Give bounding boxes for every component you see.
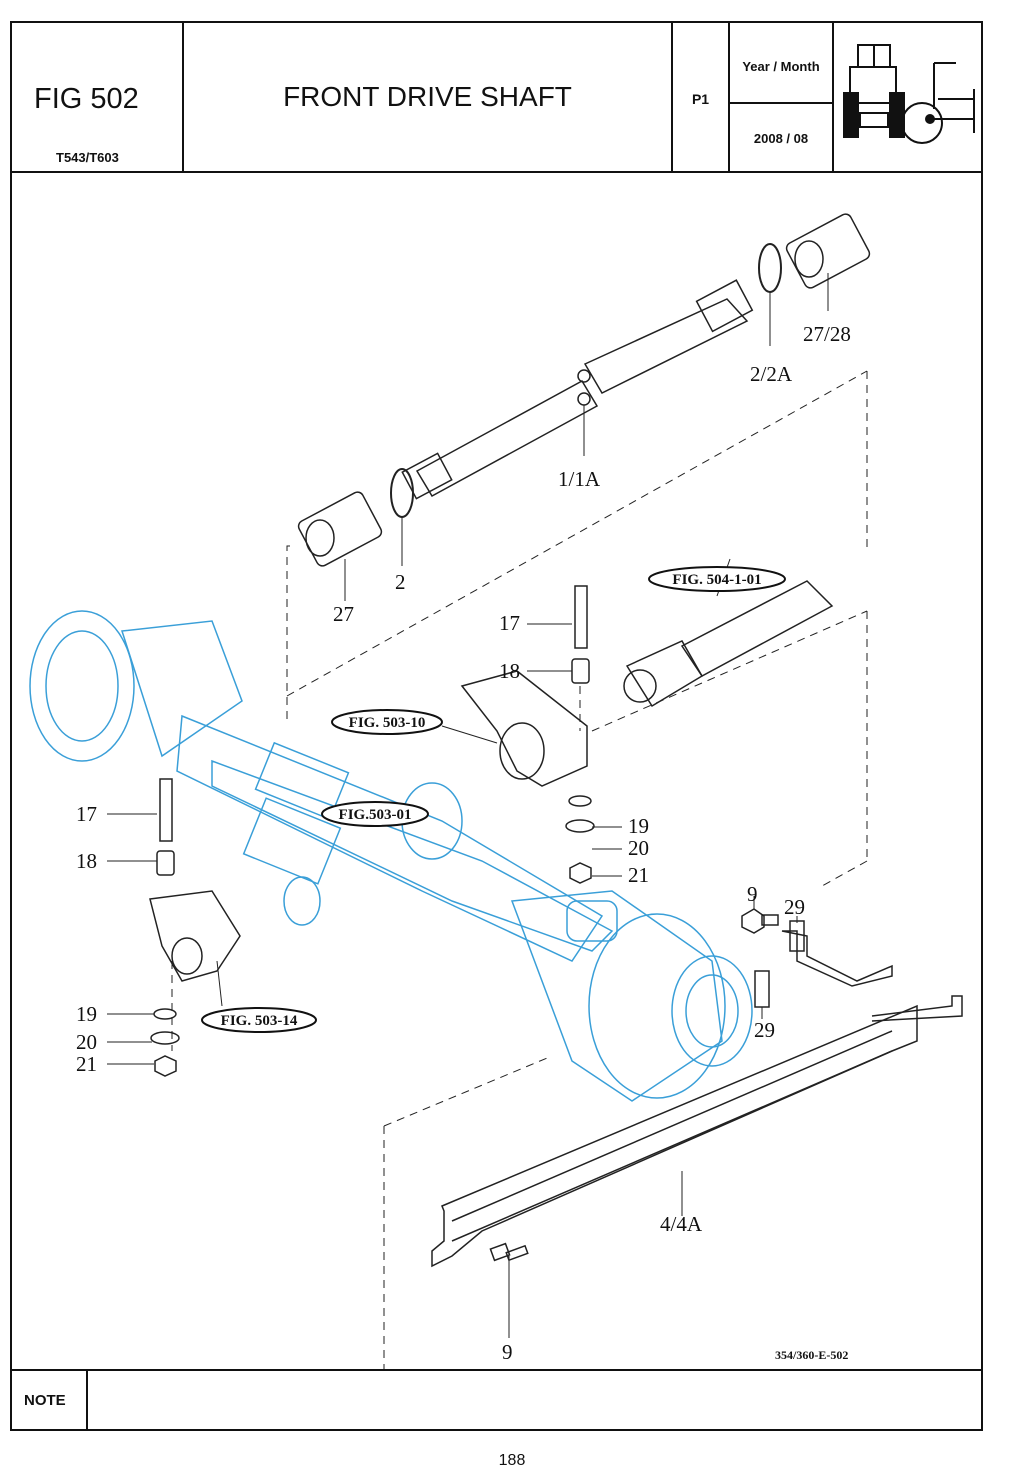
model-codes: T543/T603: [56, 150, 119, 165]
note-row: NOTE: [12, 1369, 981, 1429]
title-cell: FRONT DRIVE SHAFT: [184, 23, 673, 171]
reference-labels: FIG. 504-1-01 FIG. 503-10 FIG.503-01 FIG…: [221, 572, 762, 1029]
callout-2-2A: 2/2A: [750, 362, 793, 386]
callout-21-right: 21: [628, 863, 649, 887]
callout-27: 27: [333, 602, 354, 626]
note-label-cell: NOTE: [12, 1371, 88, 1429]
bolts-and-plates: [489, 908, 805, 1262]
callout-numbers: 1/1A 2 2/2A 27 27/28 17 18 17 18 19 20 2…: [76, 322, 851, 1364]
callout-19-right: 19: [628, 814, 649, 838]
callout-29-bottom: 29: [754, 1018, 775, 1042]
callout-18-right: 18: [499, 659, 520, 683]
page-frame: FIG 502 T543/T603 FRONT DRIVE SHAFT P1 Y…: [10, 21, 983, 1431]
note-label: NOTE: [24, 1392, 66, 1409]
leader-lines: [107, 273, 829, 1338]
carrier-brackets: [149, 670, 588, 982]
callout-9-bottom: 9: [502, 1340, 513, 1364]
drive-shaft: [401, 279, 754, 500]
date-cell: Year / Month 2008 / 08: [730, 23, 834, 171]
callout-19-left: 19: [76, 1002, 97, 1026]
header: FIG 502 T543/T603 FRONT DRIVE SHAFT P1 Y…: [12, 23, 981, 173]
callout-17-right: 17: [499, 611, 520, 635]
year-month-value: 2008 / 08: [753, 131, 809, 146]
parts-illustration: FIG. 504-1-01 FIG. 503-10 FIG.503-01 FIG…: [29, 213, 963, 1376]
callout-9-top: 9: [747, 882, 758, 906]
callout-4-4A: 4/4A: [660, 1212, 703, 1236]
assembly-guides: [171, 370, 868, 1376]
date-divider: [730, 102, 832, 104]
callout-2: 2: [395, 570, 406, 594]
front-axle-assembly: [29, 610, 753, 1102]
page-code-cell: P1: [673, 23, 730, 171]
pinion-shaft: [623, 580, 834, 708]
fig-cell: FIG 502 T543/T603: [12, 23, 184, 171]
page-title: FRONT DRIVE SHAFT: [283, 81, 572, 112]
drawing-code: 354/360-E-502: [775, 1348, 848, 1362]
tractor-cell: [834, 23, 983, 171]
ref-fig-504-1-01: FIG. 504-1-01: [672, 572, 761, 588]
tractor-icon: [843, 44, 975, 144]
left-fasteners: [150, 778, 180, 1077]
exploded-diagram: FIG. 504-1-01 FIG. 503-10 FIG.503-01 FIG…: [12, 171, 981, 1376]
ref-fig-503-01: FIG.503-01: [339, 807, 412, 823]
fig-number: FIG 502: [34, 83, 139, 115]
page-code: P1: [691, 91, 710, 107]
callout-18-left: 18: [76, 849, 97, 873]
reference-bubbles: [201, 566, 786, 1033]
callout-1-1A: 1/1A: [558, 467, 601, 491]
ref-fig-503-14: FIG. 503-14: [221, 1013, 298, 1029]
callout-20-right: 20: [628, 836, 649, 860]
year-month-label: Year / Month: [742, 59, 820, 74]
coupler-sleeves: [297, 213, 871, 567]
callout-20-left: 20: [76, 1030, 97, 1054]
callout-21-left: 21: [76, 1052, 97, 1076]
callout-29-top: 29: [784, 895, 805, 919]
shaft-guard: [431, 930, 963, 1268]
page-number: 188: [498, 1452, 526, 1469]
ref-fig-503-10: FIG. 503-10: [349, 715, 426, 731]
callout-17-left: 17: [76, 802, 97, 826]
callout-27-28: 27/28: [803, 322, 851, 346]
right-fasteners: [565, 585, 595, 884]
